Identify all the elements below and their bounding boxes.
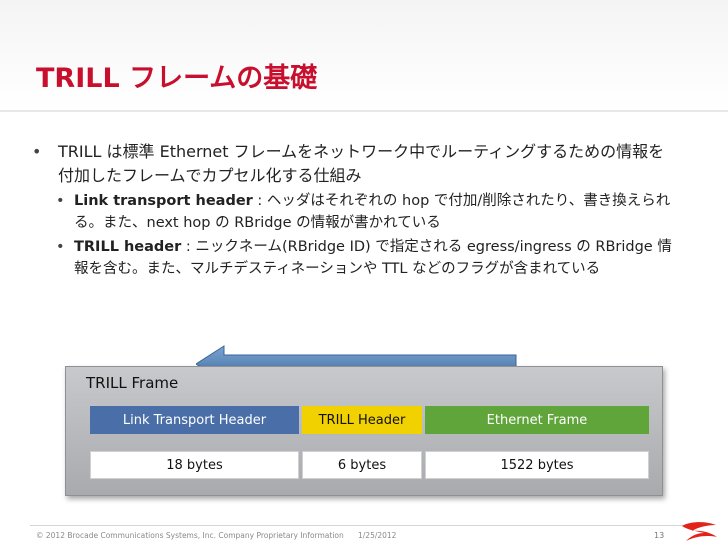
sub-bullet-term: Link transport header xyxy=(74,193,253,209)
page-number: 13 xyxy=(654,531,665,540)
footer-divider xyxy=(30,525,690,526)
sub-bullet-text: : ヘッダはそれぞれの hop で付加/削除されたり、書き換えられる。また、ne… xyxy=(74,193,671,231)
segment-ethernet-frame: Ethernet Frame xyxy=(425,406,649,434)
size-trill-header: 6 bytes xyxy=(302,451,422,479)
sub-bullet-term: TRILL header xyxy=(74,239,182,255)
slide-title: TRILL フレームの基礎 xyxy=(36,63,318,94)
bullet-list: TRILL は標準 Ethernet フレームをネットワーク中でルーティングする… xyxy=(30,140,680,280)
sub-bullet-trill-header: TRILL header : ニックネーム(RBridge ID) で指定される… xyxy=(30,236,680,280)
footer-date: 1/25/2012 xyxy=(358,531,397,540)
size-ethernet-frame: 1522 bytes xyxy=(425,451,649,479)
brocade-logo-icon xyxy=(682,522,717,541)
title-bar xyxy=(0,0,728,108)
title-divider xyxy=(0,110,728,112)
bullet-main: TRILL は標準 Ethernet フレームをネットワーク中でルーティングする… xyxy=(30,140,680,188)
sub-bullet-link-transport: Link transport header : ヘッダはそれぞれの hop で付… xyxy=(30,190,680,234)
frame-label: TRILL Frame xyxy=(86,374,179,392)
segment-link-transport-header: Link Transport Header xyxy=(90,406,299,434)
footer-copyright: © 2012 Brocade Communications Systems, I… xyxy=(36,531,344,540)
size-link-transport-header: 18 bytes xyxy=(90,451,299,479)
segment-trill-header: TRILL Header xyxy=(302,406,422,434)
sub-bullet-text: : ニックネーム(RBridge ID) で指定される egress/ingre… xyxy=(74,239,672,277)
